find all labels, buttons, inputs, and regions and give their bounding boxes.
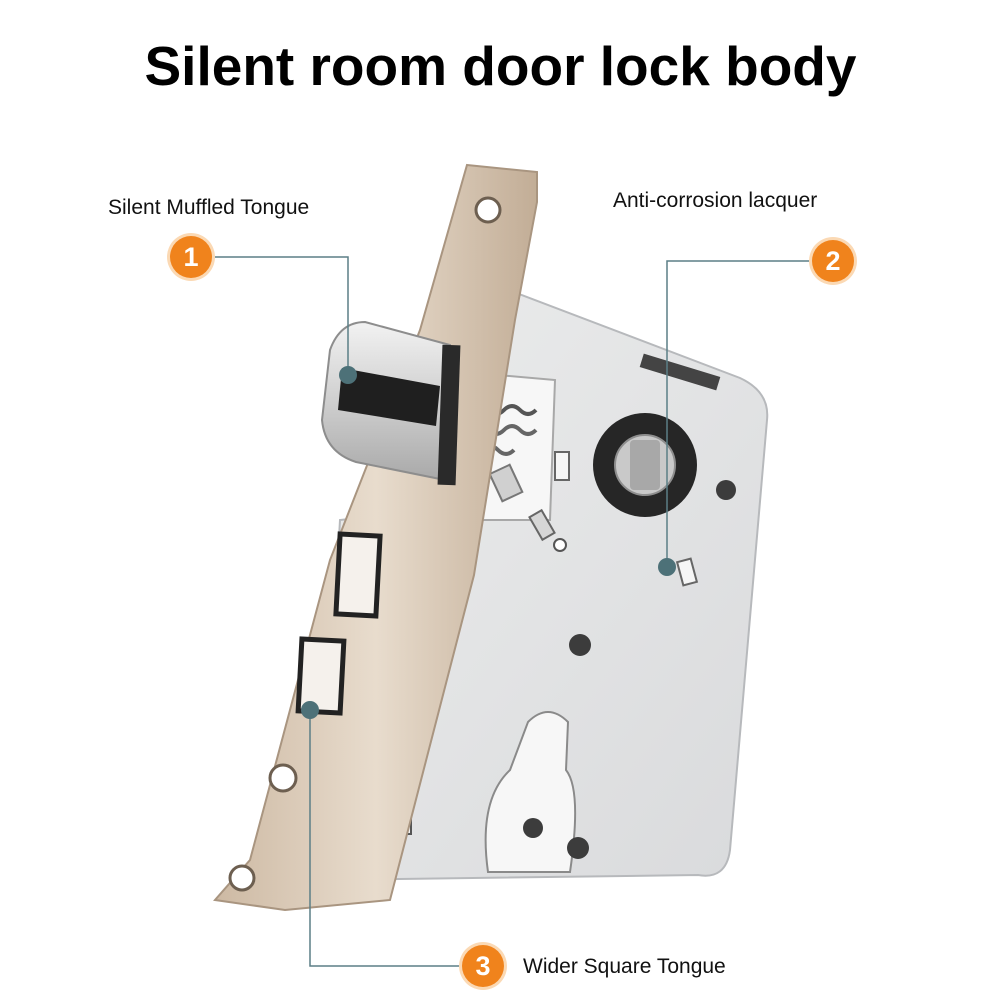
leader-dot-1 bbox=[339, 366, 357, 384]
callout-badge-2: 2 bbox=[812, 240, 854, 282]
leader-dots bbox=[301, 366, 676, 719]
leader-dot-3 bbox=[301, 701, 319, 719]
callout-badge-3: 3 bbox=[462, 945, 504, 987]
callout-label-silent-muffled-tongue: Silent Muffled Tongue bbox=[108, 196, 310, 219]
callout-label-anti-corrosion-lacquer: Anti-corrosion lacquer bbox=[613, 189, 818, 212]
callout-badge-1: 1 bbox=[170, 236, 212, 278]
callout-label-wider-square-tongue: Wider Square Tongue bbox=[523, 955, 726, 978]
page-title: Silent room door lock body bbox=[144, 35, 857, 97]
leader-lines bbox=[212, 256, 812, 967]
leader-line-2 bbox=[666, 260, 812, 567]
leader-line-1 bbox=[212, 256, 349, 375]
leader-line-3 bbox=[309, 710, 462, 967]
latch-tongue bbox=[320, 320, 461, 486]
leader-dot-2 bbox=[658, 558, 676, 576]
